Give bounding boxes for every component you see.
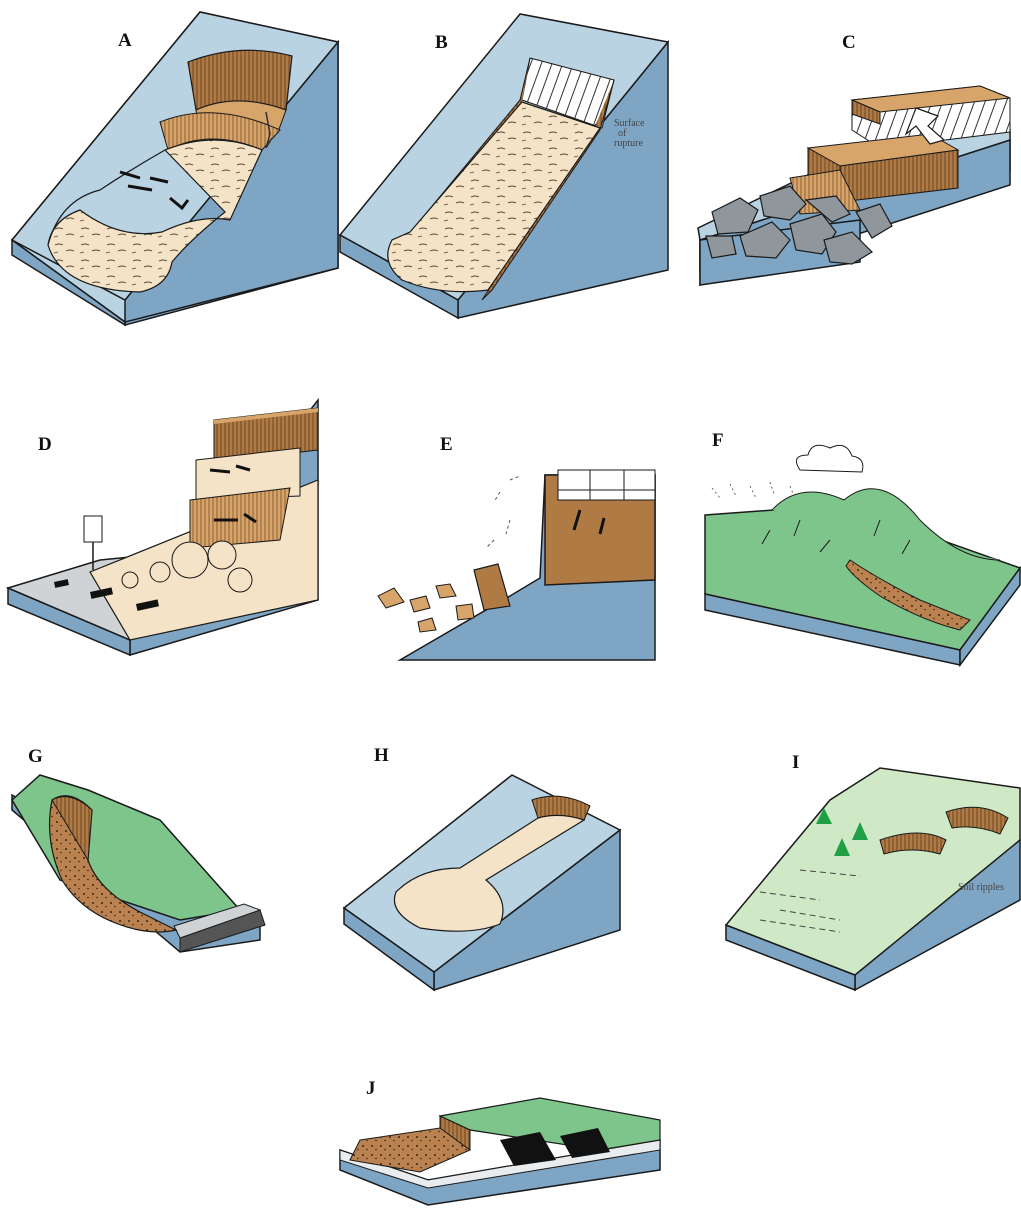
- panel-c-block-slide: [698, 86, 1010, 285]
- surface-of-rupture-label-3: rupture: [614, 138, 643, 149]
- panel-b-translational-slide: Surface of rupture: [340, 14, 668, 318]
- panel-g-debris-avalanche: [12, 775, 265, 952]
- panel-j-lateral-spread: [340, 1098, 660, 1205]
- panel-f-debris-flow: [705, 445, 1020, 665]
- panel-d-rockfall-road: [8, 400, 318, 655]
- panel-i-creep: Soil ripples: [726, 768, 1020, 990]
- panel-a-rotational-slide: [12, 12, 338, 325]
- soil-ripples-label: Soil ripples: [958, 882, 1004, 893]
- panel-e-topple: [378, 470, 655, 660]
- panel-h-earthflow: [344, 775, 620, 990]
